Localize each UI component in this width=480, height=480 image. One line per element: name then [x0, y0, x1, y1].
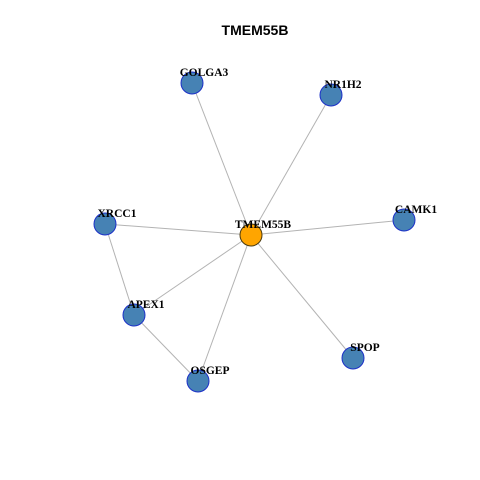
edge-tmem55b-camk1 [250, 219, 405, 236]
node-label-osgep: OSGEP [191, 365, 230, 377]
edge-tmem55b-apex1 [133, 234, 252, 316]
node-label-spop: SPOP [350, 342, 379, 354]
node-circle-nr1h2 [319, 83, 343, 107]
node-label-camk1: CAMK1 [395, 204, 437, 216]
node-osgep: OSGEP [186, 365, 230, 393]
node-circle-camk1 [392, 208, 416, 232]
node-circle-xrcc1 [93, 212, 117, 236]
edges-layer [104, 82, 405, 382]
edge-xrcc1-apex1 [104, 223, 135, 316]
node-xrcc1: XRCC1 [93, 208, 137, 236]
node-spop: SPOP [341, 342, 380, 370]
node-circle-osgep [186, 369, 210, 393]
node-label-xrcc1: XRCC1 [98, 208, 137, 220]
node-label-apex1: APEX1 [127, 299, 164, 311]
node-circle-apex1 [122, 303, 146, 327]
edge-tmem55b-spop [250, 234, 354, 359]
node-label-nr1h2: NR1H2 [324, 79, 361, 91]
node-label-tmem55b: TMEM55B [235, 219, 292, 231]
node-circle-tmem55b [239, 223, 263, 247]
node-nr1h2: NR1H2 [319, 79, 362, 107]
edge-tmem55b-golga3 [191, 82, 252, 236]
diagram-title: TMEM55B [222, 22, 289, 38]
edge-tmem55b-xrcc1 [104, 223, 252, 236]
node-camk1: CAMK1 [392, 204, 437, 232]
edge-tmem55b-nr1h2 [250, 94, 332, 236]
node-label-golga3: GOLGA3 [180, 67, 229, 79]
edge-tmem55b-osgep [197, 234, 252, 382]
edge-apex1-osgep [133, 314, 199, 382]
node-circle-golga3 [180, 71, 204, 95]
node-apex1: APEX1 [122, 299, 165, 327]
node-tmem55b: TMEM55B [235, 219, 292, 247]
node-golga3: GOLGA3 [180, 67, 229, 95]
node-circle-spop [341, 346, 365, 370]
